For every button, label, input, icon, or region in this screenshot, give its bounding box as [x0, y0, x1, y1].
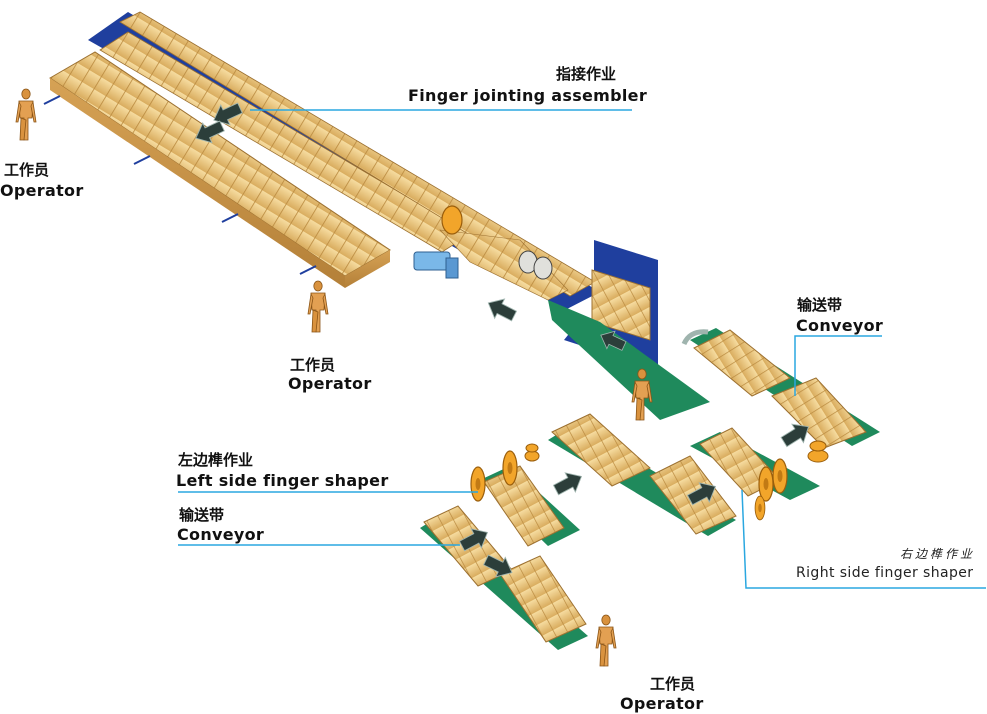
flow-arrow-6 — [550, 466, 587, 500]
finger-jointing-label-cn: 指接作业 — [556, 65, 617, 83]
operator-figure-bottom — [595, 614, 617, 667]
middle-conveyor — [548, 413, 737, 536]
right-conveyor — [681, 328, 880, 463]
left-saw-2 — [502, 450, 518, 486]
left-shaper-label-cn: 左边榫作业 — [178, 451, 254, 469]
feed-rollers — [518, 250, 553, 280]
bottom-conveyor — [420, 505, 588, 650]
right-saw-2 — [772, 458, 788, 494]
conveyor-right-label-en: Conveyor — [796, 316, 884, 335]
left-shaper-label-en: Left side finger shaper — [176, 471, 389, 490]
conveyor-right-label-cn: 输送带 — [797, 296, 843, 314]
operator-figure-middle — [307, 280, 329, 333]
finger-jointing-label-en: Finger jointing assembler — [408, 86, 648, 105]
stock-table — [43, 51, 391, 288]
operator-figure-top-left — [15, 88, 37, 141]
edge-trimmer — [807, 440, 829, 463]
operator-top-left-label-cn: 工作员 — [4, 161, 50, 179]
operator-bottom-label-en: Operator — [620, 694, 704, 713]
leader-conveyor-right — [794, 335, 882, 396]
operator-bottom-label-cn: 工作员 — [650, 675, 696, 693]
operator-top-left-label-en: Operator — [0, 181, 84, 200]
stacking-unit — [548, 240, 710, 420]
leader-right-shaper — [741, 489, 986, 589]
clamp-unit — [413, 251, 459, 279]
flow-arrow-3 — [482, 292, 520, 327]
operator-middle-label-cn: 工作员 — [290, 356, 336, 374]
operator-middle-label-en: Operator — [288, 374, 372, 393]
leader-lines — [178, 109, 986, 589]
conveyor-left-label-cn: 输送带 — [179, 506, 225, 524]
right-shaper-label-cn: 右边榫作业 — [900, 547, 976, 561]
conveyor-left-label-en: Conveyor — [177, 525, 265, 544]
left-trimmer — [524, 443, 540, 462]
jointing-saw — [441, 205, 463, 235]
left-finger-shaper — [470, 443, 580, 547]
right-finger-shaper — [690, 427, 820, 521]
right-saw-3 — [754, 495, 766, 521]
right-saw-1 — [758, 466, 774, 502]
left-saw-1 — [470, 466, 486, 502]
right-shaper-label-en: Right side finger shaper — [796, 565, 974, 581]
